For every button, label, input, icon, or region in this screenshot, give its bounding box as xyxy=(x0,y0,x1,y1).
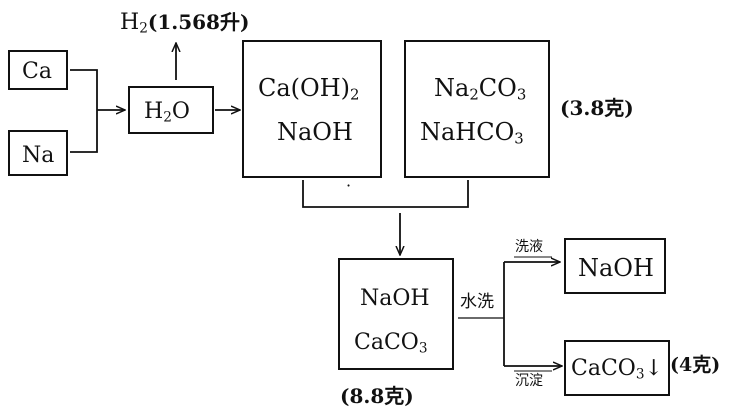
sodium-bicarbonate-sub: 3 xyxy=(514,129,524,148)
water-h: H xyxy=(144,99,164,124)
hydrogen-h: H xyxy=(120,10,140,35)
mixture-naoh-label: NaOH xyxy=(360,286,430,311)
mixture-box: NaOH CaCO3 xyxy=(338,258,454,370)
carbonates-box: Na2CO3 NaHCO3 xyxy=(404,40,550,178)
precipitate-arrow-icon: ↓ xyxy=(644,356,663,381)
naoh-product-label: NaOH xyxy=(578,254,654,282)
water-o: O xyxy=(171,99,190,124)
hydroxides-box: Ca(OH)2 NaOH xyxy=(242,40,382,178)
caco3-product-main: CaCO xyxy=(571,356,636,381)
carbonate-mass: (3.8克) xyxy=(560,96,634,120)
combine-bracket xyxy=(302,180,469,208)
mixture-caco3-sub: 3 xyxy=(418,340,428,357)
calcium-box: Ca xyxy=(8,50,68,90)
water-box: H2O xyxy=(128,86,214,134)
sodium-bicarbonate-label: NaHCO3 xyxy=(420,118,524,146)
calcium-hydroxide-sub: 2 xyxy=(350,85,360,104)
sodium-bicarbonate-main: NaHCO xyxy=(420,118,515,146)
calcium-label: Ca xyxy=(22,59,52,84)
dot-mark: · xyxy=(346,176,352,195)
hydrogen-volume: (1.568升) xyxy=(147,10,250,34)
sodium-label: Na xyxy=(22,143,55,168)
naoh-product-box: NaOH xyxy=(564,238,666,294)
mixture-mass: (8.8克) xyxy=(340,384,414,408)
caco3-product-label: CaCO3↓ xyxy=(571,356,663,383)
sodium-hydroxide-label: NaOH xyxy=(277,118,353,146)
sodium-carbonate-co: CO xyxy=(478,74,517,102)
calcium-hydroxide-label: Ca(OH)2 xyxy=(258,74,359,102)
sodium-carbonate-co-sub: 3 xyxy=(516,85,527,104)
sodium-box: Na xyxy=(8,130,68,176)
caco3-product-box: CaCO3↓ xyxy=(564,340,670,396)
reactant-bracket xyxy=(70,69,98,153)
water-sub: 2 xyxy=(163,109,172,126)
precipitate-label: 沉淀 xyxy=(515,373,543,389)
sodium-carbonate-na: Na xyxy=(434,74,470,102)
sodium-carbonate-label: Na2CO3 xyxy=(434,74,526,102)
mixture-caco3-main: CaCO xyxy=(354,330,419,355)
washing-liquid-label: 洗液 xyxy=(515,239,543,255)
water-wash-label: 水洗 xyxy=(460,292,494,312)
calcium-hydroxide-main: Ca(OH) xyxy=(258,74,351,102)
caco3-product-sub: 3 xyxy=(635,366,645,383)
hydrogen-sub: 2 xyxy=(139,20,148,37)
mixture-caco3-label: CaCO3 xyxy=(354,330,428,357)
hydrogen-label: H2(1.568升) xyxy=(120,10,250,37)
sodium-carbonate-na-sub: 2 xyxy=(469,85,479,104)
water-label: H2O xyxy=(144,99,190,126)
caco3-mass: (4克) xyxy=(670,354,721,376)
